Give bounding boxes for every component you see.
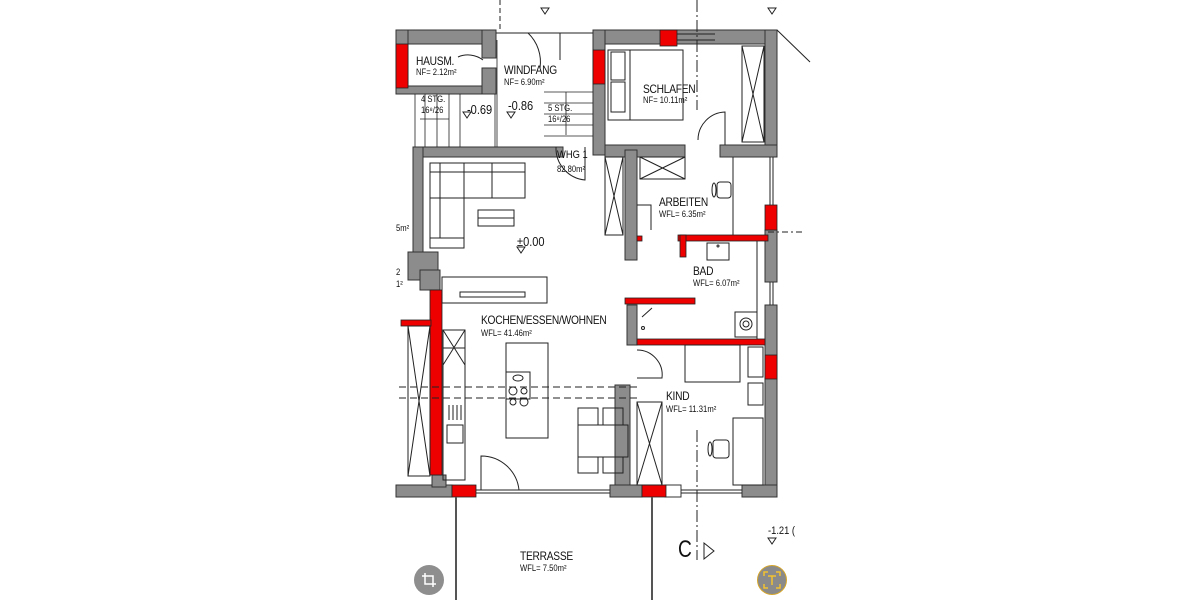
room-area-arbeiten: WFL= 6.35m² (659, 209, 706, 219)
room-label-schlafen: SCHLAFEN (643, 82, 696, 96)
fragment-2: 1² (396, 279, 403, 289)
stair-steps-1: 4 STG. (421, 94, 446, 104)
stair-ratio-1: 16⁸/26 (421, 105, 444, 115)
text-scan-button[interactable] (757, 565, 787, 595)
stair-steps-2: 5 STG. (548, 103, 573, 113)
room-label-windfang: WINDFANG (504, 63, 557, 77)
unit-label: WHG 1 (557, 149, 588, 161)
stair-ratio-2: 16⁸/26 (548, 114, 571, 124)
room-label-kind: KIND (666, 389, 690, 403)
room-area-kochen: WFL= 41.46m² (481, 328, 532, 338)
level-living: ±0.00 (517, 234, 545, 249)
room-area-hausm: NF= 2.12m² (416, 67, 457, 77)
room-area-windfang: NF= 6.90m² (504, 77, 545, 87)
text-scan-icon (763, 571, 781, 589)
room-area-terrasse: WFL= 7.50m² (520, 563, 567, 573)
walls-grey (395, 29, 778, 498)
crop-button[interactable] (414, 565, 444, 595)
level-windfang: -0.86 (508, 98, 534, 113)
room-area-kind: WFL= 11.31m² (666, 404, 717, 414)
unit-area: 82.80m² (557, 164, 586, 174)
level-hausm: -0.69 (467, 102, 493, 117)
level-outside: -1.21 ( (768, 525, 796, 537)
walls-red (395, 29, 778, 498)
fragment-area: 5m² (396, 223, 410, 233)
section-marker: C (678, 536, 692, 563)
room-label-arbeiten: ARBEITEN (659, 195, 708, 209)
fragment-1: 2 (396, 267, 401, 277)
room-label-bad: BAD (693, 264, 714, 278)
room-area-schlafen: NF= 10.11m² (643, 95, 688, 105)
plan-lines (399, 0, 811, 600)
crop-icon (422, 573, 436, 587)
room-area-bad: WFL= 6.07m² (693, 278, 740, 288)
room-label-terrasse: TERRASSE (520, 549, 573, 563)
room-label-hausm: HAUSM. (416, 54, 455, 68)
room-label-kochen: KOCHEN/ESSEN/WOHNEN (481, 313, 607, 327)
